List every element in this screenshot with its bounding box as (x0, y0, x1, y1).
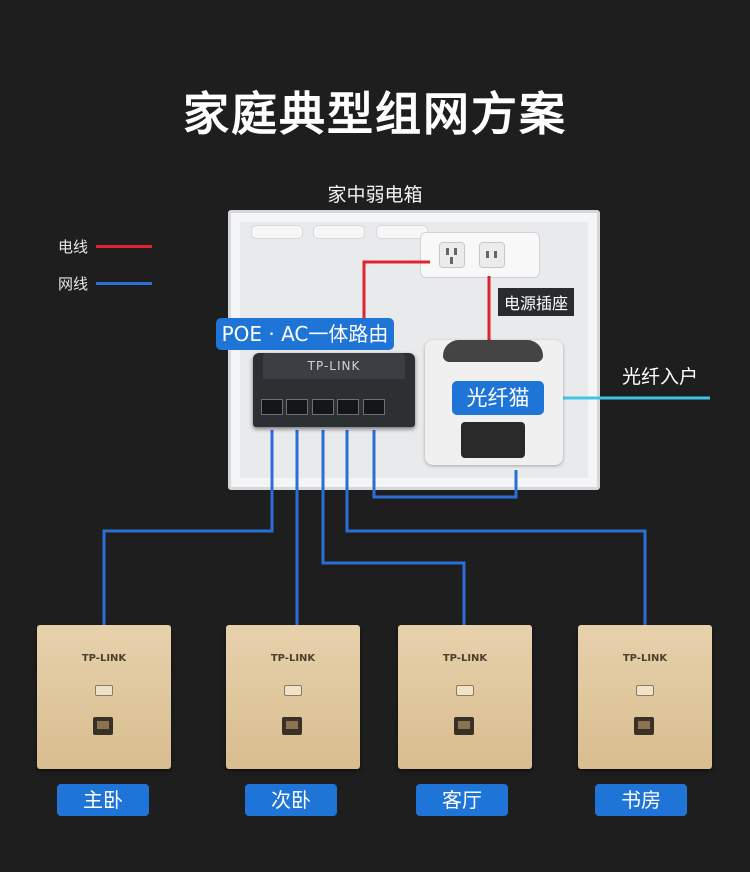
led-icon (636, 685, 654, 696)
led-icon (456, 685, 474, 696)
legend-power-label: 电线 (58, 238, 89, 256)
panel-brand: TP-LINK (622, 653, 668, 664)
box-slot (251, 225, 303, 239)
modem-label: 光纤猫 (452, 381, 544, 415)
router: TP-LINK (253, 353, 415, 427)
ethernet-jack-icon (93, 717, 113, 735)
modem-cap (443, 340, 543, 362)
led-icon (95, 685, 113, 696)
router-label: POE · AC一体路由 (216, 318, 394, 350)
ethernet-port-icon (337, 399, 359, 415)
panel-brand: TP-LINK (442, 653, 488, 664)
panel-brand: TP-LINK (81, 653, 127, 664)
legend-network-line (96, 282, 152, 285)
ethernet-jack-icon (634, 717, 654, 735)
ethernet-port-icon (286, 399, 308, 415)
power-strip (420, 232, 540, 278)
led-icon (284, 685, 302, 696)
network-wire (102, 430, 274, 626)
socket-label: 电源插座 (498, 288, 575, 316)
legend-power-line (96, 245, 152, 248)
legend-network-label: 网线 (58, 275, 89, 293)
ethernet-port-icon (261, 399, 283, 415)
wall-ap-panel: TP-LINK (398, 625, 532, 769)
panel-brand: TP-LINK (270, 653, 316, 664)
room-label-master-bedroom: 主卧 (57, 784, 149, 816)
network-wire (321, 430, 466, 626)
room-label-living-room: 客厅 (416, 784, 508, 816)
wall-ap-panel: TP-LINK (226, 625, 360, 769)
socket-icon (479, 242, 505, 268)
router-brand: TP-LINK (263, 353, 405, 379)
socket-icon (439, 242, 465, 268)
box-slot (313, 225, 365, 239)
ethernet-port-icon (363, 399, 385, 415)
ethernet-port-icon (312, 399, 334, 415)
box-label: 家中弱电箱 (327, 184, 423, 206)
network-wire (345, 430, 647, 626)
ethernet-jack-icon (282, 717, 302, 735)
network-wire (372, 430, 518, 499)
modem-port-icon (461, 422, 525, 458)
room-label-study: 书房 (595, 784, 687, 816)
page-title: 家庭典型组网方案 (183, 87, 567, 141)
room-label-second-bedroom: 次卧 (245, 784, 337, 816)
wall-ap-panel: TP-LINK (37, 625, 171, 769)
fiber-label: 光纤入户 (622, 366, 699, 388)
ethernet-jack-icon (454, 717, 474, 735)
wall-ap-panel: TP-LINK (578, 625, 712, 769)
